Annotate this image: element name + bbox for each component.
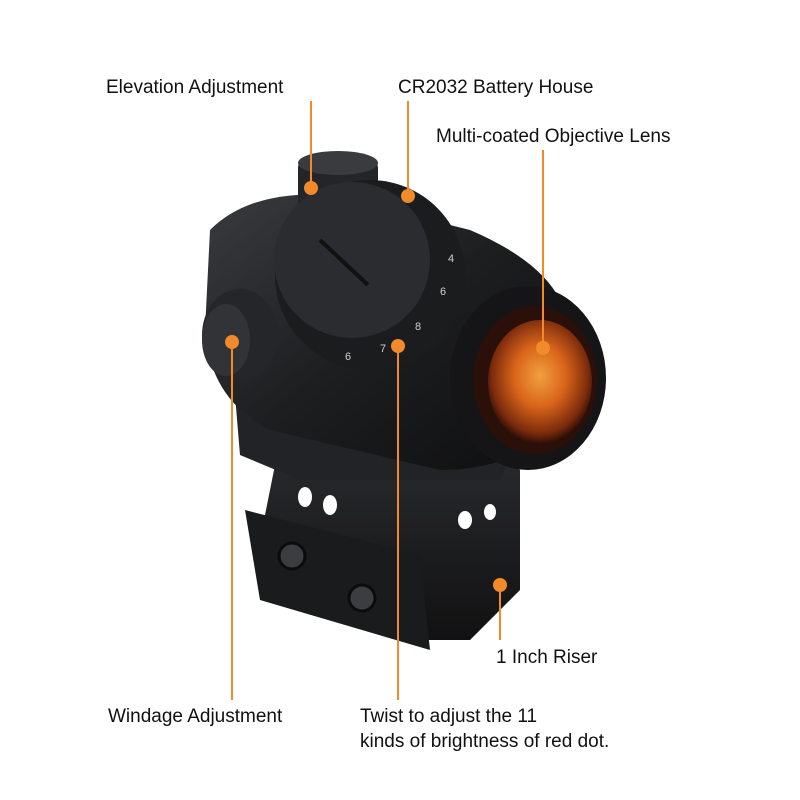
battery-house-label: CR2032 Battery House <box>398 77 594 98</box>
objective-lens-label: Multi-coated Objective Lens <box>436 126 671 147</box>
svg-text:6: 6 <box>345 351 351 363</box>
svg-text:6: 6 <box>440 286 446 298</box>
battery-callout-dot <box>401 189 415 203</box>
windage-callout-dot <box>225 335 239 349</box>
riser-label: 1 Inch Riser <box>496 647 598 668</box>
brightness-label-line2: kinds of brightness of red dot. <box>360 731 610 752</box>
objective-lens <box>488 320 592 444</box>
riser-callout-dot <box>493 578 507 592</box>
elevation-callout-dot <box>304 181 318 195</box>
lens-callout-dot <box>536 341 550 355</box>
elevation-adjustment-label: Elevation Adjustment <box>106 77 284 98</box>
windage-adjustment-label: Windage Adjustment <box>108 706 283 727</box>
brightness-label-line1: Twist to adjust the 11 <box>360 706 538 727</box>
brightness-callout-dot <box>391 339 405 353</box>
svg-text:4: 4 <box>448 253 454 265</box>
battery-cap <box>274 182 430 338</box>
svg-text:7: 7 <box>380 343 386 355</box>
svg-text:8: 8 <box>415 321 421 333</box>
